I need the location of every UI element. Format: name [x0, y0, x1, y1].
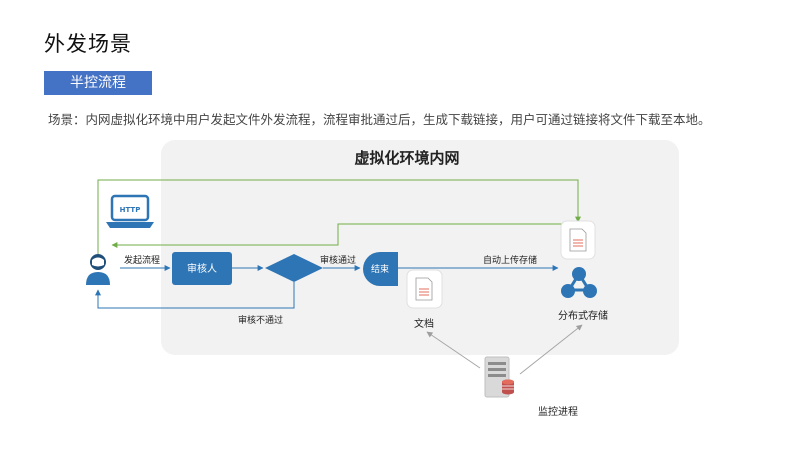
distributed-storage-icon: [561, 267, 597, 298]
end-label: 结束: [371, 263, 389, 275]
intranet-zone: [161, 140, 679, 355]
storage-label: 分布式存储: [558, 309, 608, 322]
document-label: 文档: [414, 317, 434, 330]
reviewer-label: 审核人: [187, 262, 217, 275]
monitor-label: 监控进程: [538, 405, 578, 418]
reviewer-node: [172, 252, 232, 285]
label-approved: 审核通过: [320, 254, 356, 266]
zone-title: 虚拟化环境内网: [354, 149, 459, 167]
label-rejected: 审核不通过: [238, 314, 283, 326]
document-icon-storage: [560, 220, 596, 260]
page-title: 外发场景: [44, 32, 132, 56]
arrow-rejected: [95, 282, 295, 309]
label-initiate: 发起流程: [124, 254, 160, 266]
http-laptop-icon: HTTP: [106, 194, 154, 228]
label-auto-upload: 自动上传存储: [483, 254, 537, 266]
document-icon: [406, 269, 443, 309]
server-database-icon: [484, 356, 514, 398]
decision-node: [265, 254, 323, 282]
end-node: [363, 252, 398, 286]
green-link-top: [97, 179, 581, 254]
user-icon: [86, 254, 110, 285]
green-link-return: [111, 223, 578, 248]
monitor-arrow-document: [426, 331, 481, 369]
scene-description: 场景：内网虚拟化环境中用户发起文件外发流程，流程审批通过后，生成下载链接，用户可…: [48, 112, 711, 127]
http-label: HTTP: [120, 206, 141, 214]
section-tag: 半控流程: [44, 71, 152, 95]
monitor-arrow-storage: [519, 324, 583, 375]
